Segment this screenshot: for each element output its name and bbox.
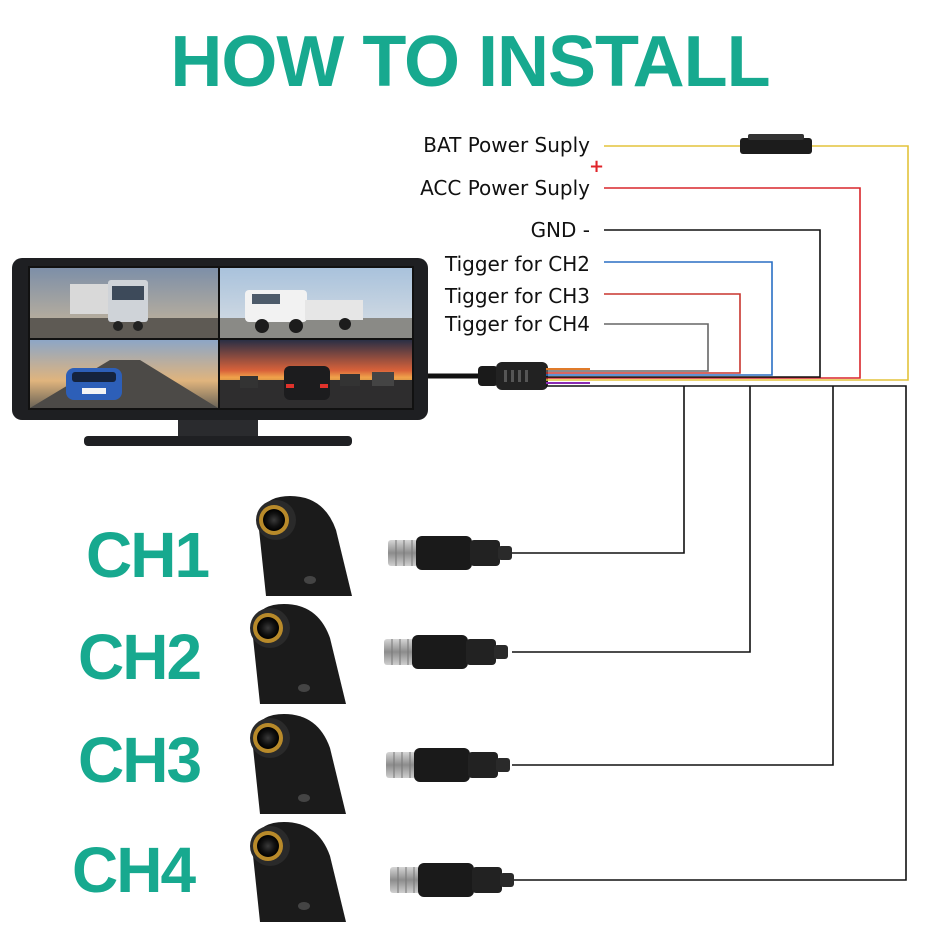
connector-ch4 xyxy=(390,863,514,897)
connector-ch3 xyxy=(386,748,510,782)
ch2-label: CH2 xyxy=(78,621,202,693)
trigger-ch2-label: Tigger for CH2 xyxy=(444,252,590,276)
monitor xyxy=(12,258,482,446)
screen-quadrant-3 xyxy=(30,340,218,408)
screen-quadrant-2 xyxy=(220,268,412,338)
camera-ch3 xyxy=(250,714,346,814)
ch4-label: CH4 xyxy=(72,834,196,906)
power-wires xyxy=(546,134,909,384)
connector-ch2 xyxy=(384,635,508,669)
screen-quadrant-4 xyxy=(220,340,412,408)
gnd-label: GND - xyxy=(530,218,590,242)
camera-ch1 xyxy=(256,496,352,596)
page-title: HOW TO INSTALL xyxy=(170,22,770,102)
fuse-holder xyxy=(740,138,812,154)
camera-ch2 xyxy=(250,604,346,704)
ch3-label: CH3 xyxy=(78,724,202,796)
ch1-label: CH1 xyxy=(86,519,210,591)
trigger-ch3-label: Tigger for CH3 xyxy=(444,284,590,308)
camera-ch4 xyxy=(250,822,346,922)
camera-wires xyxy=(512,385,907,881)
acc-power-label: ACC Power Suply xyxy=(420,176,590,200)
connector-ch1 xyxy=(388,536,512,570)
harness-connector xyxy=(478,362,548,390)
trigger-ch4-label: Tigger for CH4 xyxy=(444,312,590,336)
bat-power-label: BAT Power Suply xyxy=(423,133,590,157)
acc-plus-sign: + xyxy=(589,156,605,177)
screen-quadrant-1 xyxy=(30,268,218,338)
